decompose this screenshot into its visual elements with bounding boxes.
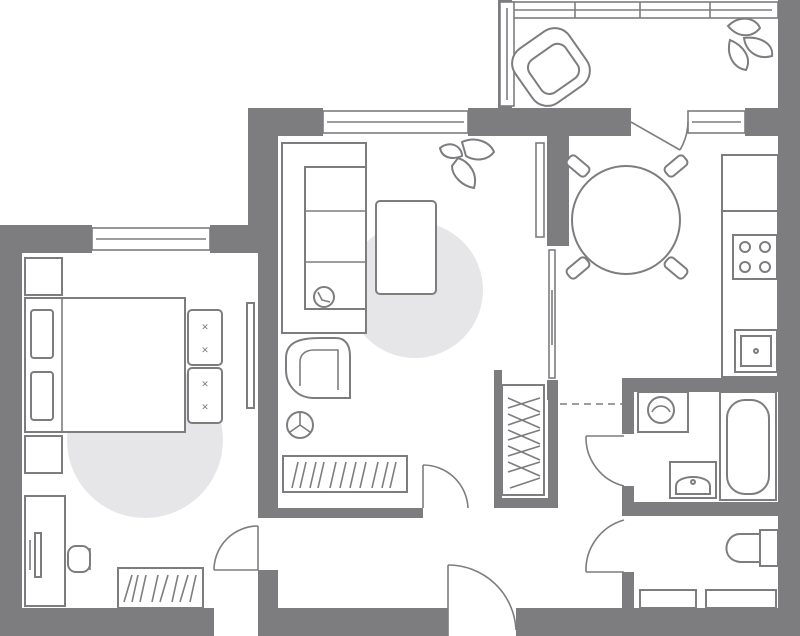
coffee-table (375, 200, 437, 295)
wardrobe (501, 384, 545, 496)
doors (213, 121, 689, 636)
living-room-door (422, 464, 469, 509)
living-kitchen-glass-partition (535, 142, 556, 379)
balcony-furniture (511, 17, 774, 107)
washing-machine (637, 391, 689, 433)
bedroom-tv (246, 302, 255, 409)
bedroom-furniture: ✕ ✕ ✕ ✕ (24, 257, 255, 609)
svg-text:✕: ✕ (201, 402, 209, 412)
cat-on-sofa (313, 286, 335, 308)
armchair (285, 337, 351, 399)
bathroom-fixtures (637, 391, 777, 501)
double-bed (24, 297, 186, 433)
desk (24, 495, 66, 607)
bedroom-window (91, 227, 211, 251)
balcony-plant-icon (726, 17, 774, 72)
windows (91, 1, 779, 379)
dining-table (571, 165, 681, 275)
stove (732, 234, 778, 280)
bathroom-door (585, 435, 625, 487)
balcony-armchair (511, 27, 591, 107)
entrance-door (447, 564, 517, 636)
bedroom-door (213, 525, 259, 571)
balcony-glazing (499, 1, 779, 107)
bench: ✕ ✕ ✕ ✕ (187, 309, 223, 424)
living-room-furniture (281, 138, 496, 493)
toilet-door (585, 519, 625, 573)
houseplant-icon (438, 138, 496, 190)
living-room-window (322, 110, 469, 134)
toilet-fixtures (639, 529, 779, 609)
nightstand-top (24, 257, 63, 296)
side-table (286, 411, 314, 439)
nightstand-bottom (24, 435, 63, 474)
bedroom-bookshelf (117, 567, 204, 609)
balcony-door (630, 121, 689, 151)
toilet (725, 529, 779, 567)
kitchen-sink (734, 329, 778, 373)
bathroom-sink (669, 461, 717, 499)
svg-text:✕: ✕ (201, 345, 209, 355)
living-room-bookshelf (282, 455, 408, 493)
kitchen-window (687, 110, 746, 134)
bathtub (719, 391, 777, 501)
svg-text:✕: ✕ (201, 322, 209, 332)
desk-chair (67, 545, 91, 573)
svg-text:✕: ✕ (201, 379, 209, 389)
kitchen-furniture (565, 154, 779, 378)
dining-chairs (565, 154, 689, 280)
toilet-storage (639, 589, 777, 609)
